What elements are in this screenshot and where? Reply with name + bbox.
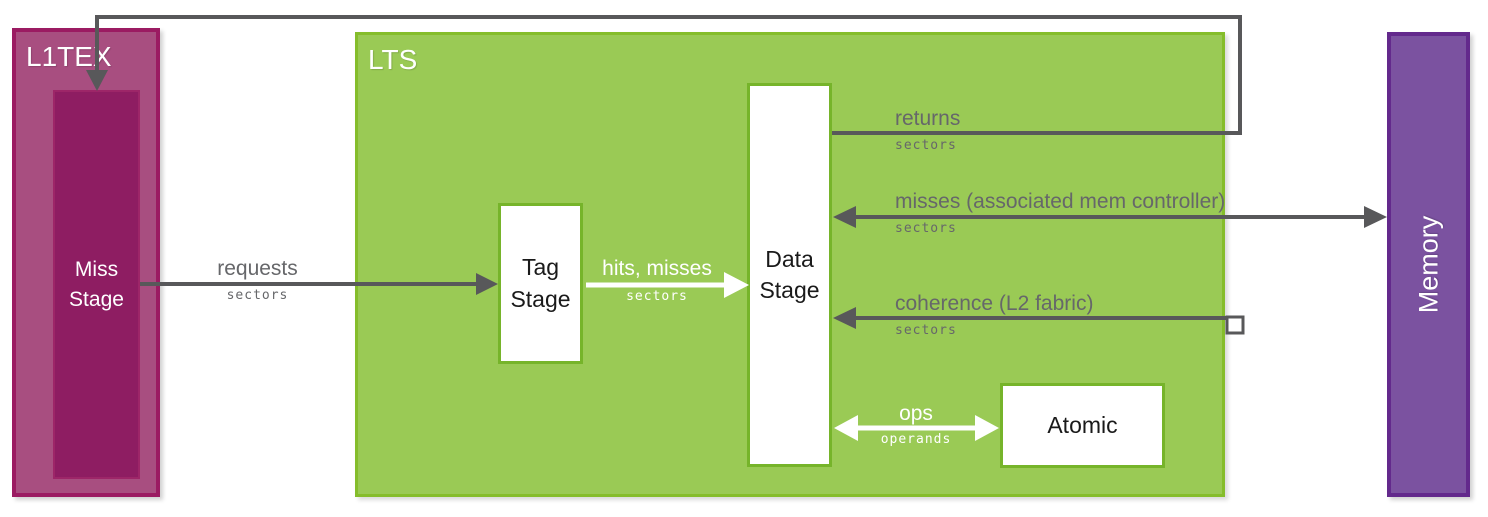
misses-label: misses (associated mem controller)	[895, 190, 1226, 213]
ops-unit: operands	[880, 432, 952, 447]
miss-stage-label: Miss Stage	[69, 258, 124, 311]
requests-label: requests	[217, 257, 298, 280]
l1tex-title: L1TEX	[26, 41, 112, 72]
requests-unit: sectors	[226, 288, 289, 303]
atomic-label: Atomic	[1047, 411, 1118, 438]
returns-unit: sectors	[895, 138, 957, 153]
hits-misses-label: hits, misses	[602, 257, 712, 280]
ops-label: ops	[899, 402, 933, 425]
hits-misses-unit: sectors	[626, 289, 688, 304]
lts-title: LTS	[368, 44, 418, 75]
memory-block: Memory	[1387, 32, 1470, 497]
data-stage-label: Data Stage	[759, 245, 820, 303]
tag-stage-box: Tag Stage	[498, 203, 583, 364]
returns-label: returns	[895, 107, 961, 130]
miss-stage-box: Miss Stage	[53, 90, 140, 479]
atomic-box: Atomic	[1000, 383, 1165, 468]
memory-title: Memory	[1413, 215, 1444, 314]
coherence-unit: sectors	[895, 323, 957, 338]
coherence-port-square	[1225, 315, 1245, 335]
tag-stage-label: Tag Stage	[510, 254, 571, 312]
coherence-label: coherence (L2 fabric)	[895, 292, 1094, 315]
data-stage-box: Data Stage	[747, 83, 832, 467]
misses-unit: sectors	[895, 221, 957, 236]
